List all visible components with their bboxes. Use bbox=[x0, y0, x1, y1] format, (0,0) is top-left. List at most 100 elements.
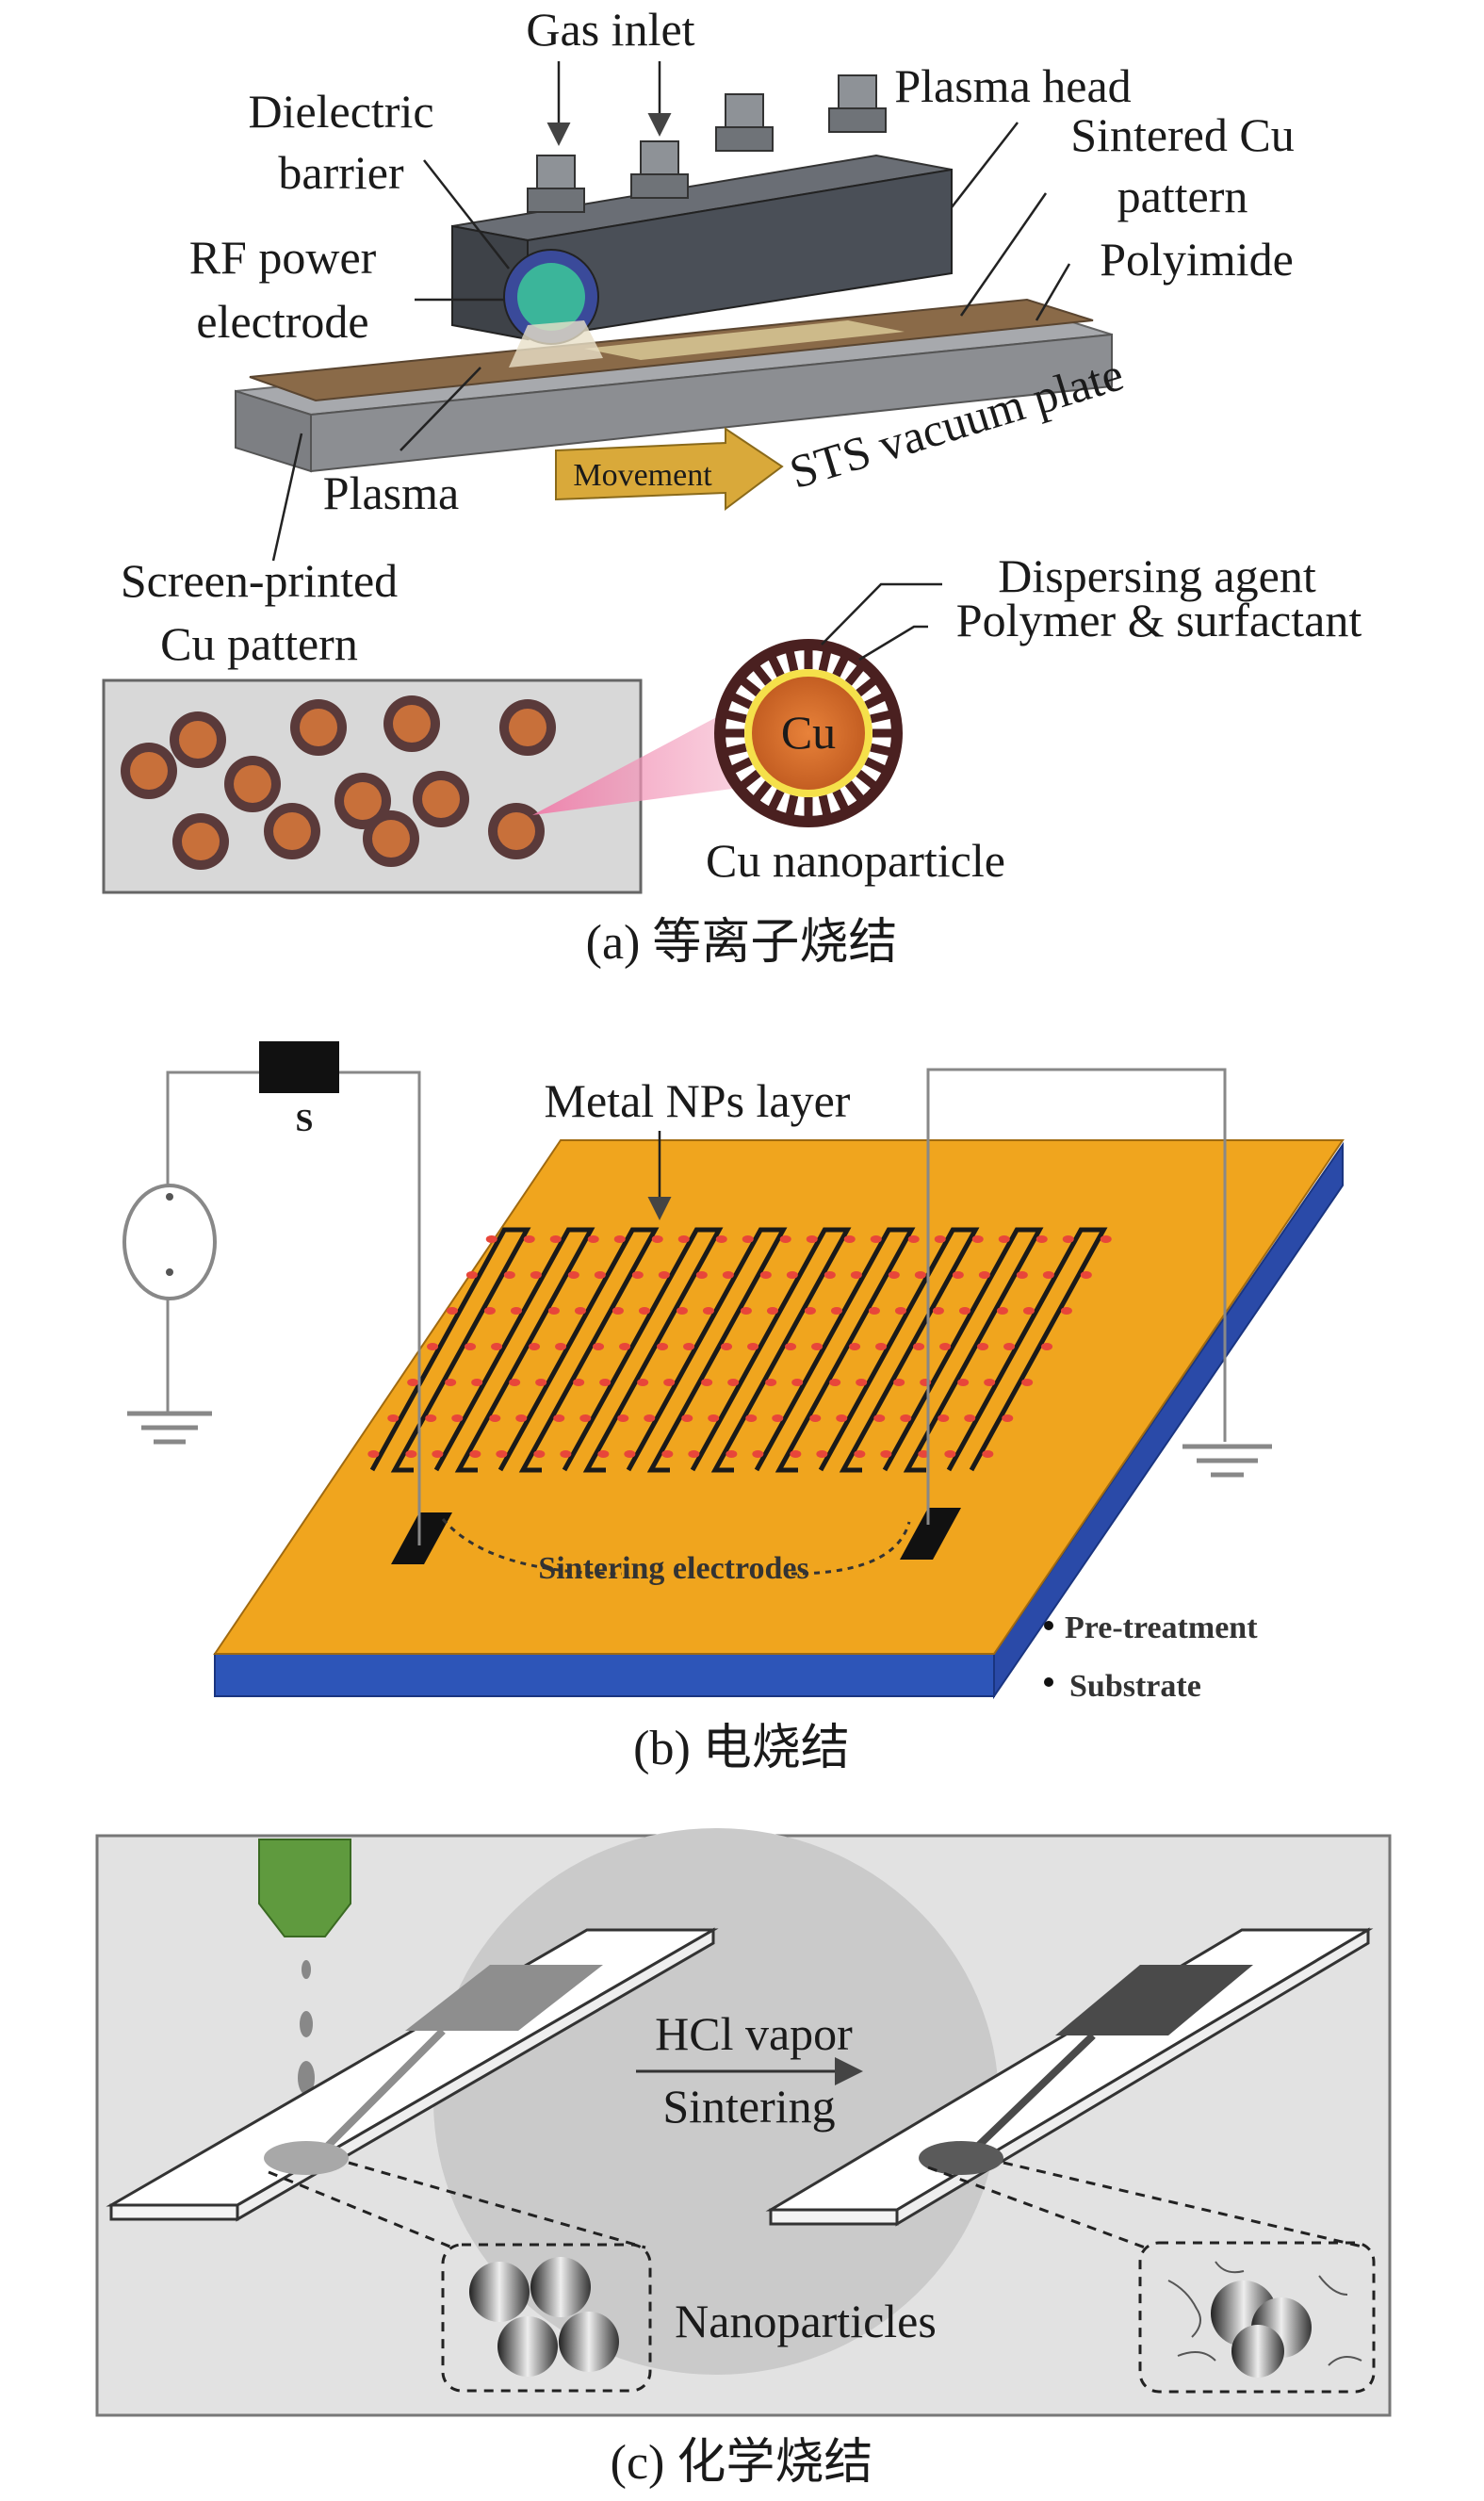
np-dot bbox=[644, 1414, 656, 1422]
np-dots bbox=[367, 1235, 1112, 1458]
np-dot bbox=[786, 1271, 798, 1279]
surfactant-spike bbox=[844, 660, 869, 686]
np-dot bbox=[785, 1343, 797, 1350]
np-dot bbox=[471, 1379, 483, 1386]
sintered-cu-region bbox=[584, 320, 905, 360]
np-dot bbox=[779, 1235, 791, 1243]
np-dot bbox=[982, 1450, 994, 1458]
np-dot bbox=[1100, 1235, 1112, 1243]
np-dot bbox=[944, 1450, 956, 1458]
plasma-head-label: Plasma head bbox=[894, 59, 1131, 112]
surfactant-spike bbox=[818, 644, 833, 672]
metal-nps-label: Metal NPs layer bbox=[545, 1074, 851, 1127]
substrate-dot bbox=[1044, 1677, 1053, 1687]
np-dot bbox=[1036, 1235, 1048, 1243]
ground-left bbox=[127, 1411, 212, 1445]
surfactant-spike bbox=[832, 789, 852, 817]
np-dot bbox=[503, 1271, 515, 1279]
sts-plate-side bbox=[310, 333, 1113, 473]
np-dot bbox=[529, 1343, 541, 1350]
np-dot bbox=[747, 1343, 759, 1350]
np-dot bbox=[549, 1235, 562, 1243]
np-dot bbox=[830, 1307, 842, 1315]
ink-drop-right bbox=[919, 2141, 1003, 2175]
screen-printed-label-2: Cu pattern bbox=[160, 617, 358, 670]
np-dot bbox=[1021, 1379, 1034, 1386]
movement-label: Movement bbox=[573, 458, 712, 493]
caption-b: (b) 电烧结 bbox=[633, 1722, 850, 1775]
np-dot bbox=[553, 1414, 565, 1422]
cu-particle bbox=[499, 699, 556, 756]
gas-inlet-knob bbox=[527, 155, 585, 213]
np-dot bbox=[752, 1450, 764, 1458]
np-dot bbox=[533, 1450, 546, 1458]
np-dot bbox=[978, 1271, 990, 1279]
np-dot bbox=[938, 1414, 950, 1422]
np-dot bbox=[888, 1271, 900, 1279]
plasma-glow bbox=[509, 320, 603, 368]
np-dot bbox=[594, 1271, 606, 1279]
np-dot bbox=[597, 1450, 610, 1458]
circuit-wires bbox=[166, 1068, 1227, 1545]
electrode-pad-right bbox=[1055, 1965, 1253, 2035]
serpentine-pattern bbox=[369, 1227, 1108, 1473]
np-dot bbox=[715, 1235, 727, 1243]
np-dot bbox=[688, 1450, 700, 1458]
np-dot bbox=[619, 1343, 631, 1350]
np-dot bbox=[573, 1379, 585, 1386]
panel-c: HCl vapor Sintering Nanoparticles bbox=[95, 1828, 1392, 2490]
caption-c: (c) 化学烧结 bbox=[611, 2436, 873, 2490]
cu-particle bbox=[170, 711, 226, 768]
surfactant-spike bbox=[765, 789, 785, 817]
np-dot bbox=[469, 1450, 481, 1458]
np-dot bbox=[932, 1307, 944, 1315]
np-dot bbox=[405, 1450, 417, 1458]
substrate-blue-side bbox=[214, 1653, 995, 1697]
gas-inlet-knob bbox=[715, 93, 774, 152]
cu-nanoparticle-label: Cu nanoparticle bbox=[706, 834, 1005, 887]
np-dot bbox=[515, 1414, 528, 1422]
surfactant-spike bbox=[870, 743, 898, 758]
surfactant-spike bbox=[832, 649, 852, 678]
terminal-dot bbox=[166, 1193, 173, 1201]
np-dot bbox=[617, 1414, 629, 1422]
slide-left bbox=[106, 1927, 719, 2222]
movement-arrow bbox=[555, 427, 784, 511]
power-source-circle bbox=[122, 1184, 217, 1300]
np-dot bbox=[804, 1307, 816, 1315]
caption-a: (a) 等离子烧结 bbox=[586, 916, 898, 970]
rf-label-1: RF power bbox=[189, 231, 377, 284]
np-dot bbox=[407, 1379, 419, 1386]
nanoparticles-label: Nanoparticles bbox=[675, 2295, 937, 2347]
surfactant-spike bbox=[725, 757, 753, 776]
substrate-label: Substrate bbox=[1069, 1669, 1201, 1704]
surfactant-spike bbox=[735, 769, 761, 793]
np-dot bbox=[695, 1271, 708, 1279]
surfactant-spike bbox=[856, 673, 882, 697]
np-dot bbox=[971, 1235, 984, 1243]
terminal-dot bbox=[166, 1268, 173, 1276]
np-dot bbox=[816, 1450, 828, 1458]
np-dot bbox=[465, 1343, 477, 1350]
np-dot bbox=[721, 1343, 733, 1350]
nanoparticles-cluster bbox=[469, 2257, 619, 2377]
cu-particle bbox=[383, 695, 440, 752]
serpentine-trace bbox=[369, 1227, 1108, 1473]
np-dot bbox=[587, 1235, 599, 1243]
substrate-blue-right bbox=[993, 1141, 1344, 1700]
np-dot bbox=[535, 1379, 547, 1386]
np-dot bbox=[1062, 1235, 1074, 1243]
panel-a: Gas inlet Plasma head Dielectric barrier… bbox=[102, 3, 1362, 970]
np-dot bbox=[957, 1379, 970, 1386]
screen-printed-label-1: Screen-printed bbox=[121, 554, 398, 607]
surfactant-spike bbox=[864, 690, 892, 710]
np-dot bbox=[740, 1307, 752, 1315]
np-dot bbox=[676, 1307, 688, 1315]
dispersing-agent-label: Dispersing agent bbox=[998, 549, 1316, 602]
plasma-label: Plasma bbox=[323, 466, 459, 519]
dielectric-label-2: barrier bbox=[278, 146, 404, 199]
np-dot bbox=[701, 1379, 713, 1386]
ground-right bbox=[1182, 1444, 1272, 1478]
cu-nanoparticle-zoom bbox=[714, 639, 903, 827]
